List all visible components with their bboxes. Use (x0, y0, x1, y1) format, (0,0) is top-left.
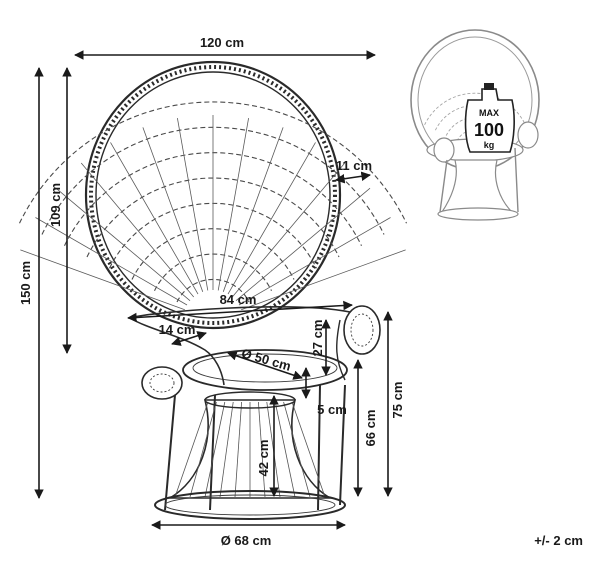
label-arm-height: 27 cm (310, 320, 325, 357)
label-seat-height: 42 cm (256, 440, 271, 477)
label-arm-total: 75 cm (390, 382, 405, 419)
label-height-total: 150 cm (18, 261, 33, 305)
back-weave-spoke (231, 162, 346, 298)
back-weave-spoke (217, 118, 249, 291)
pedestal-weave-line (189, 401, 217, 498)
chair-main-illustration (19, 60, 407, 520)
back-weave-spoke (238, 217, 391, 306)
label-height-back: 109 cm (48, 183, 63, 227)
dimension-lines (34, 50, 393, 530)
back-weave-spoke (177, 118, 209, 291)
label-seat-total: 66 cm (363, 410, 378, 447)
label-tolerance: +/- 2 cm (534, 533, 583, 548)
pedestal-weave-line (204, 401, 226, 498)
back-weave-spoke (55, 187, 191, 302)
back-weave-spoke (80, 162, 195, 298)
label-arm-depth: 14 cm (159, 322, 196, 337)
back-weave-spoke (241, 249, 406, 311)
label-cushion: 5 cm (317, 402, 347, 417)
back-weave-pattern (19, 101, 407, 311)
label-width-top: 120 cm (200, 35, 244, 50)
pedestal-weave-pattern (174, 401, 326, 498)
back-weave-spoke (227, 142, 316, 295)
back-weave-spoke (142, 127, 204, 292)
label-seat-width: 84 cm (220, 292, 257, 307)
pedestal-weave-line (291, 401, 326, 498)
back-weave-spoke (20, 249, 185, 311)
back-weave-arc (19, 101, 407, 224)
pedestal-weave-line (174, 401, 209, 498)
back-weave-spoke (35, 217, 188, 306)
max-load-unit: kg (484, 140, 495, 150)
back-weave-spoke (110, 142, 199, 295)
pedestal-weave-line (219, 401, 234, 498)
back-weave-spoke (222, 127, 284, 292)
back-weave-spoke (235, 187, 371, 302)
pedestal-weave-line (234, 401, 242, 498)
pedestal-weave-line (258, 401, 266, 498)
max-load-value: 100 (474, 120, 504, 140)
label-base-diameter: Ø 68 cm (221, 533, 272, 548)
label-armrest-thickness: 11 cm (336, 158, 372, 173)
thumbnail-weave-arc (424, 92, 526, 125)
max-load-label: MAX (479, 108, 499, 118)
max-load-weight-icon (464, 83, 515, 153)
pedestal-weave-line (283, 401, 311, 498)
